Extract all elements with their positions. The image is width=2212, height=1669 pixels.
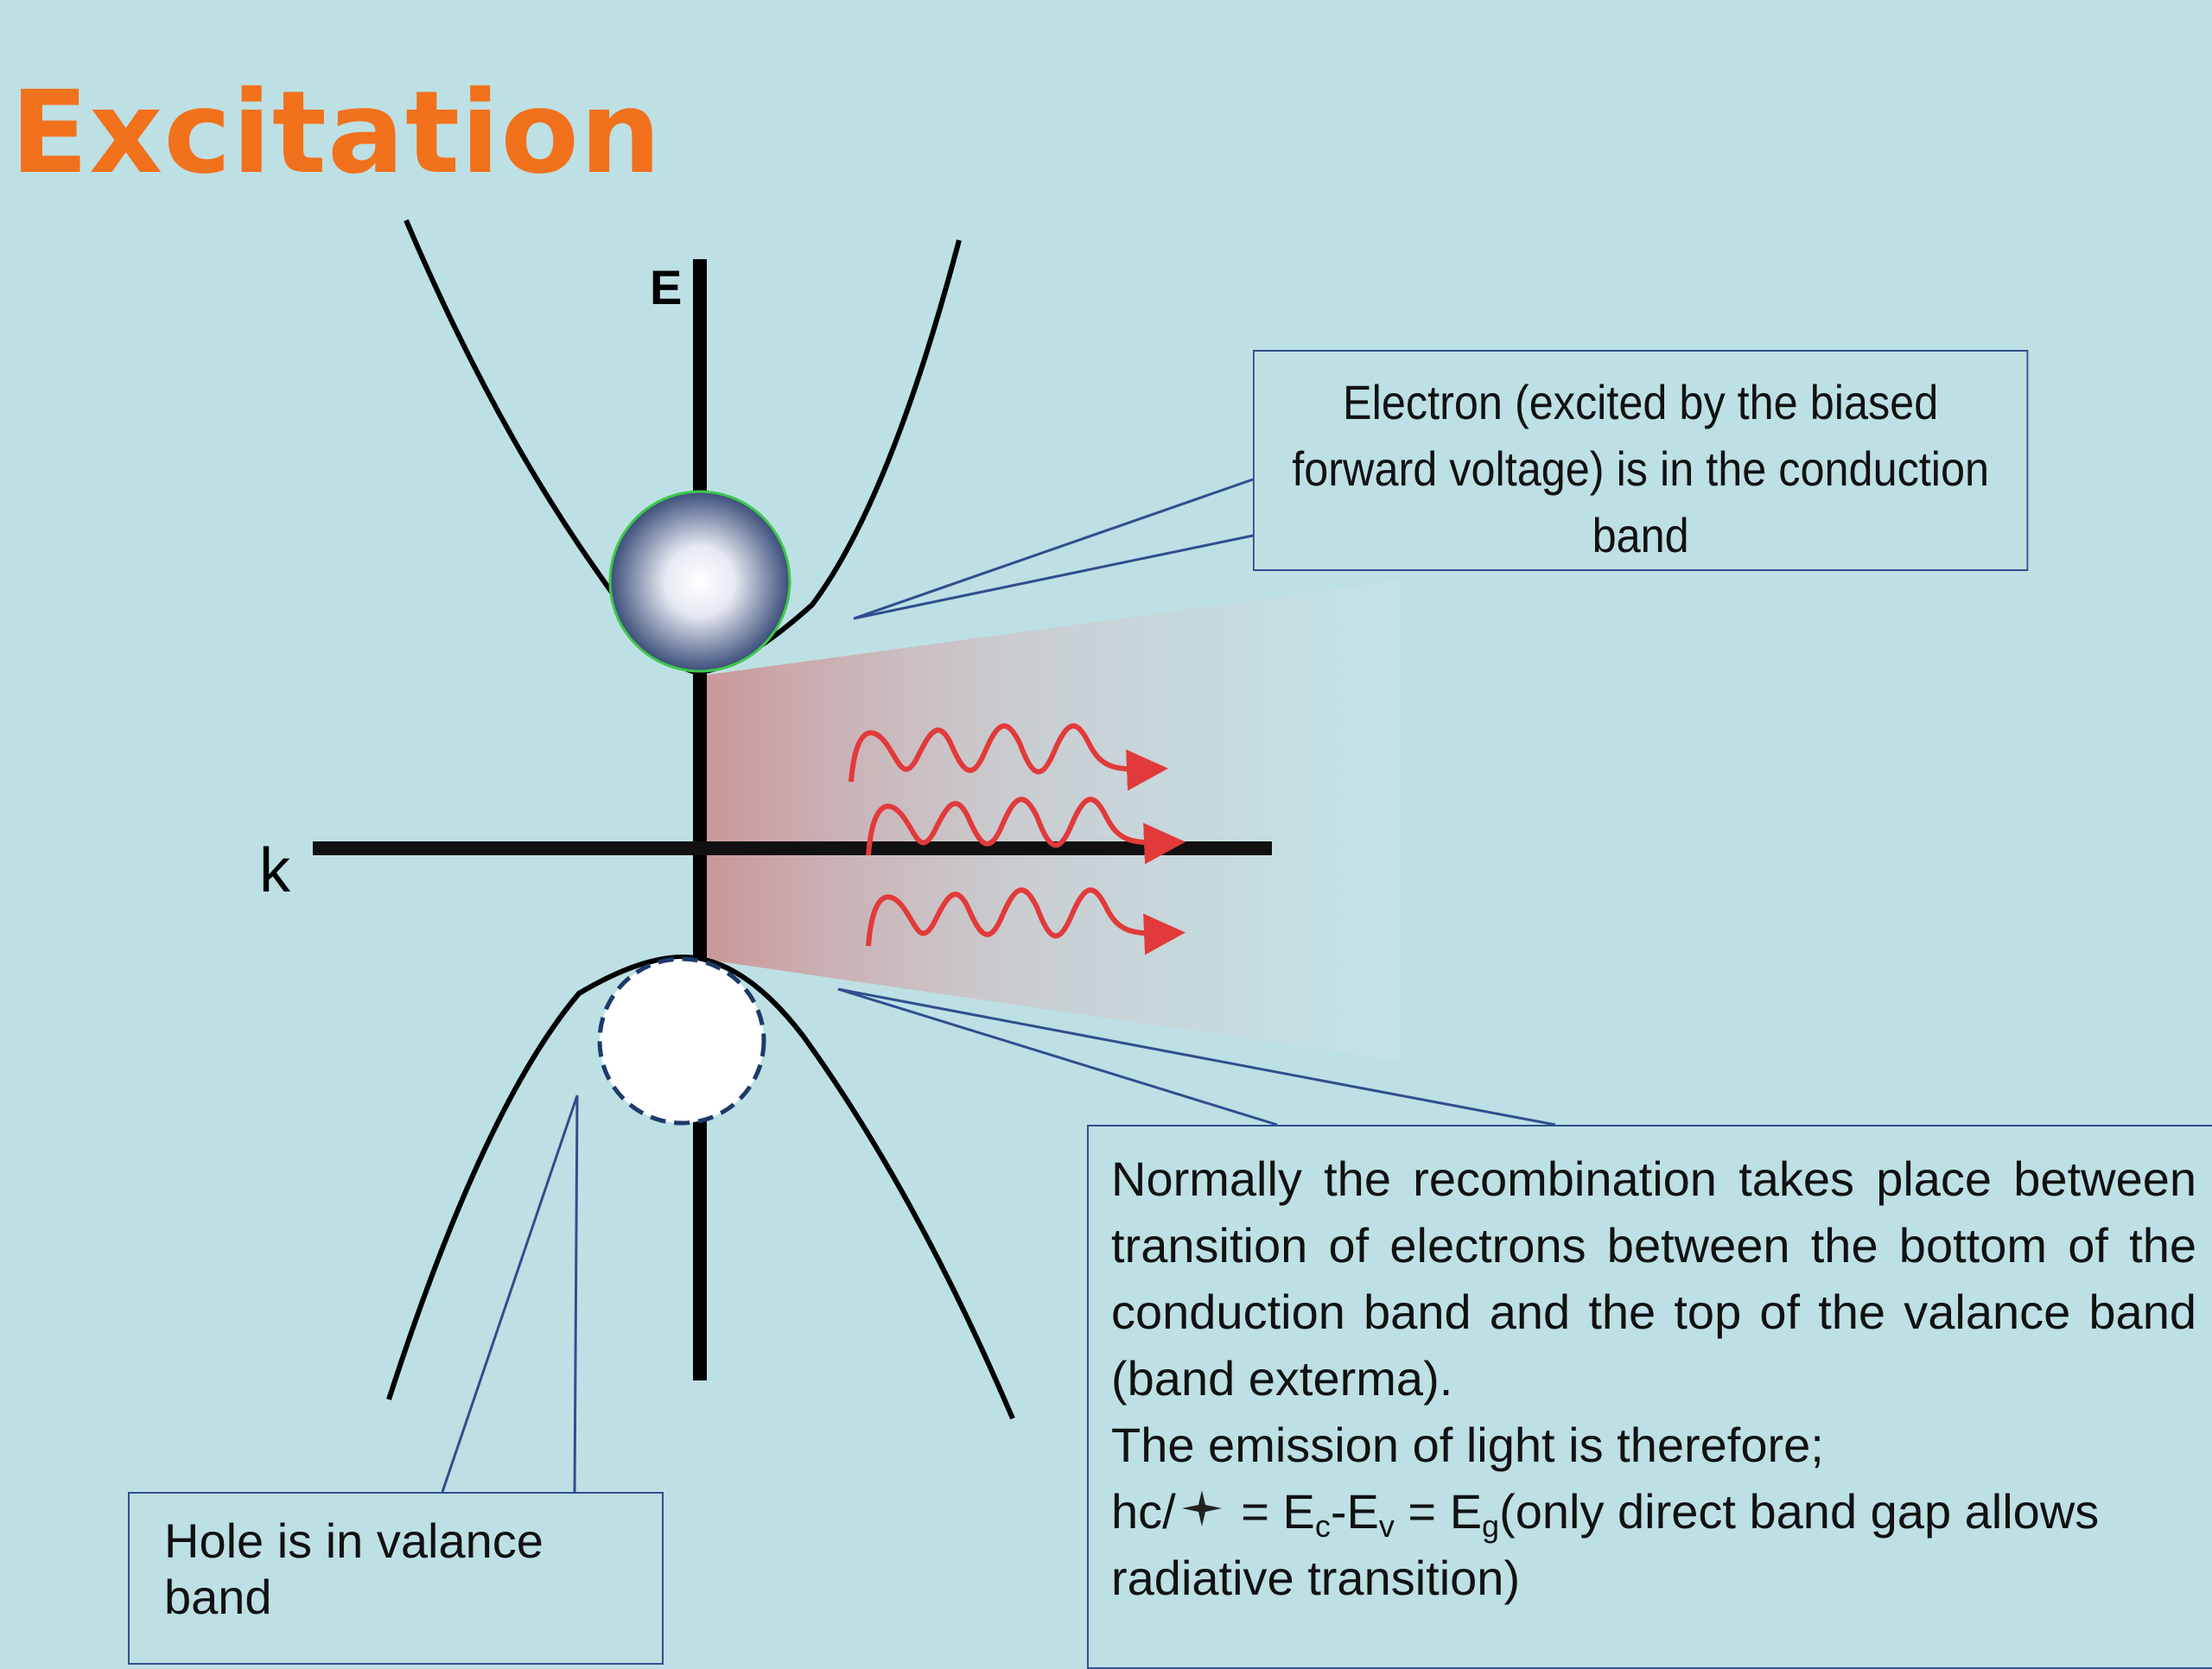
- hole-callout-text: Hole is in valance band: [164, 1514, 543, 1624]
- recombination-line-5: The emission of light is therefore;: [1111, 1418, 1824, 1472]
- electron-callout-pointer: [853, 478, 1254, 620]
- recombination-callout: Normally the recombination takes place b…: [1087, 1125, 2212, 1669]
- formula-eq1: = E: [1227, 1484, 1315, 1539]
- emission-region: [702, 581, 1400, 1061]
- formula-minus: -E: [1330, 1484, 1379, 1539]
- electron-callout-line-2: forward voltage) is in the conduction: [1292, 441, 1990, 496]
- formula-prefix: hc/: [1111, 1484, 1176, 1539]
- recombination-line-3: conduction band and the top of the valan…: [1111, 1285, 2196, 1339]
- electron-callout-line-1: Electron (excited by the biased: [1343, 375, 1939, 429]
- formula-eq2: = E: [1394, 1484, 1483, 1539]
- slide-title: Excitation: [10, 67, 662, 200]
- electron-callout: Electron (excited by the biased forward …: [1253, 350, 2029, 571]
- hole-callout-pointer: [441, 1095, 579, 1493]
- photon-wave-2: [866, 796, 1185, 865]
- recombination-callout-pointer: [837, 987, 1556, 1126]
- photon-wave-3: [866, 887, 1185, 955]
- recombination-line-7: radiative transition): [1111, 1551, 1521, 1605]
- hole-circle: [597, 956, 766, 1126]
- hole-callout: Hole is in valance band: [128, 1492, 664, 1665]
- formula-sub-c: c: [1314, 1508, 1331, 1544]
- electron-sphere: [608, 490, 791, 673]
- recombination-line-2: transition of electrons between the bott…: [1111, 1218, 2196, 1272]
- formula-sub-g: g: [1482, 1508, 1500, 1544]
- momentum-axis-label: k: [259, 836, 291, 905]
- formula-tail: (only direct band gap allows: [1499, 1484, 2100, 1539]
- recombination-line-4: (band exterma).: [1111, 1351, 1453, 1406]
- star-lambda-icon: [1176, 1478, 1228, 1545]
- photon-wave-1: [849, 723, 1168, 791]
- recombination-line-1: Normally the recombination takes place b…: [1111, 1152, 2196, 1206]
- formula-sub-v: v: [1378, 1508, 1395, 1544]
- energy-axis-label: E: [650, 260, 682, 314]
- emission-formula: hc/ = Ec-Ev = Eg(only direct band gap al…: [1111, 1478, 2196, 1545]
- electron-callout-line-3: band: [1592, 508, 1689, 562]
